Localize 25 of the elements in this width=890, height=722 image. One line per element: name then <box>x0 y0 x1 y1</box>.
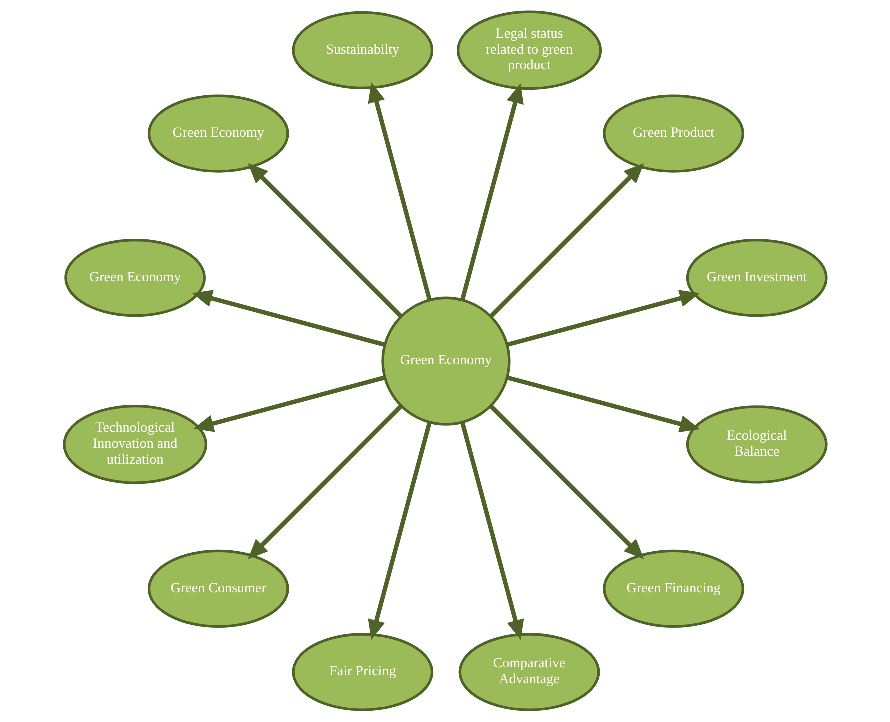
arrow <box>192 290 385 348</box>
arrow <box>506 376 700 433</box>
node-ellipse: Green Economy <box>64 238 206 318</box>
node-ellipse: Green Investment <box>686 238 828 318</box>
node-ellipse: Ecological Balance <box>686 406 828 484</box>
node-ellipse: Technological Innovation and utilization <box>62 404 208 484</box>
node-circle: Green Economy <box>381 296 510 426</box>
node-ellipse: Green Financing <box>602 550 744 628</box>
arrow <box>368 422 432 640</box>
node-ellipse: Comparative Advantage <box>458 633 600 712</box>
arrow <box>248 163 402 318</box>
node-ellipse: Green Product <box>602 94 744 173</box>
arrow <box>506 290 700 348</box>
arrow <box>460 422 524 640</box>
arrow <box>489 163 644 318</box>
node-ellipse: Legal status related to green product <box>456 10 602 90</box>
node-ellipse: Sustainabilty <box>292 11 434 90</box>
arrow <box>460 83 524 301</box>
node-ellipse: Fair Pricing <box>292 633 434 712</box>
arrow <box>248 404 402 560</box>
arrow <box>193 376 385 432</box>
node-ellipse: Green Economy <box>147 94 289 173</box>
arrow <box>489 404 644 560</box>
arrow <box>368 82 432 301</box>
node-ellipse: Green Consumer <box>147 550 289 628</box>
